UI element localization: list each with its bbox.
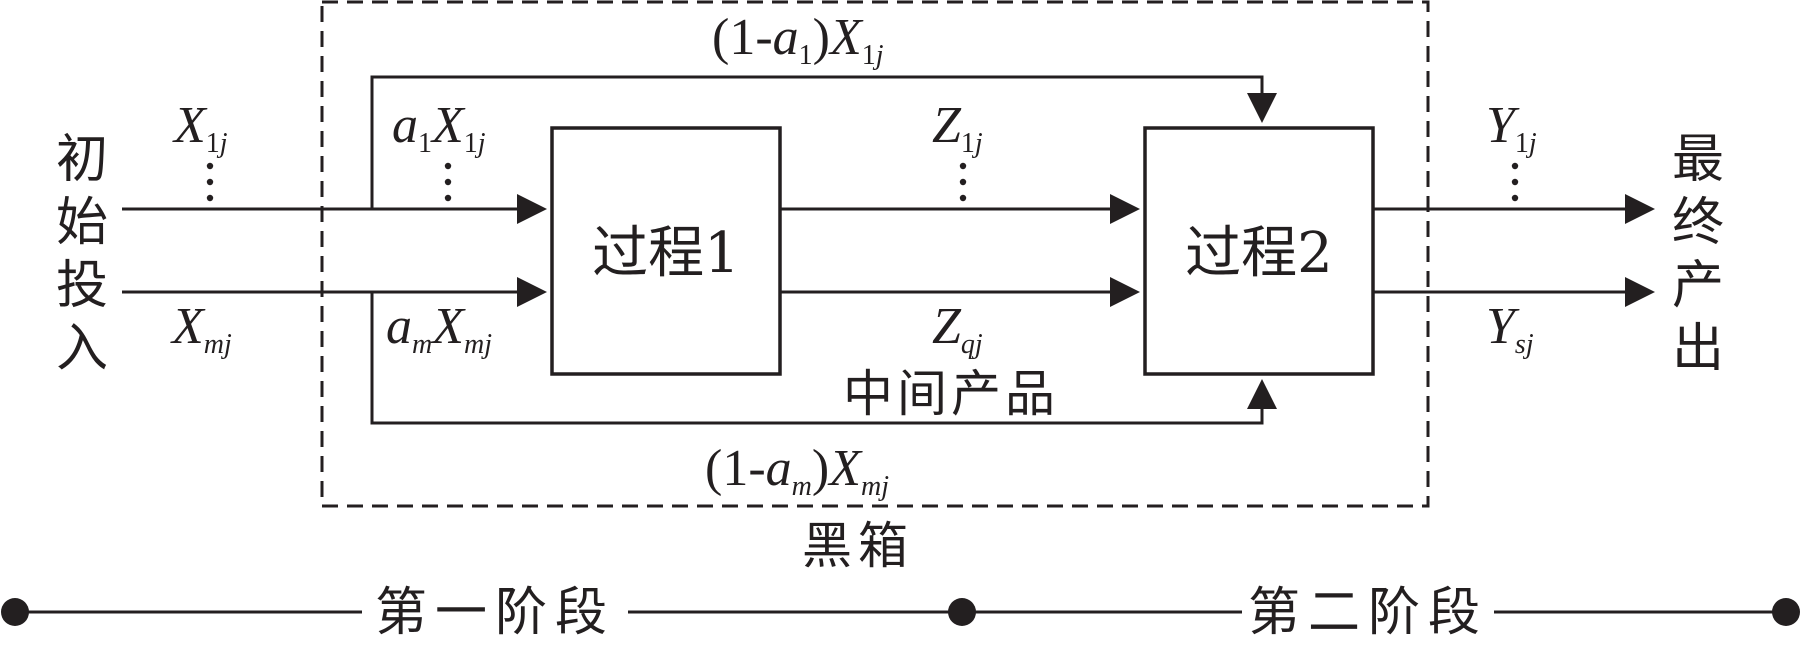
label-bypass-top: (1-a1)X1j: [712, 9, 884, 71]
ellipsis-dot: [444, 162, 452, 170]
timeline-node-start: [1, 598, 29, 626]
bypass-path-bottom: [370, 292, 1277, 425]
ellipsis-dot: [959, 162, 967, 170]
final-output-char: 出: [1672, 319, 1724, 379]
ellipsis-dot: [206, 194, 214, 202]
final-output-char: 终: [1672, 193, 1724, 253]
blackbox-label: 黑箱: [802, 517, 914, 575]
timeline-node-middle: [948, 598, 976, 626]
ellipsis-dot: [444, 194, 452, 202]
process-1-box: [550, 126, 782, 376]
initial-input-char: 入: [56, 319, 108, 379]
ellipsis-dot: [1511, 178, 1519, 186]
initial-input-label: 初 始 投 入: [56, 130, 108, 379]
process-2-box: [1143, 126, 1375, 376]
stage-2-label: 第二阶段: [1248, 583, 1488, 643]
label-zqj: Zqj: [932, 298, 983, 360]
final-output-label: 最 终 产 出: [1672, 130, 1724, 379]
initial-input-char: 投: [56, 256, 108, 316]
ellipsis-dot: [959, 178, 967, 186]
stage-1-label: 第一阶段: [375, 583, 615, 643]
label-x1j-input: X1j: [172, 97, 228, 159]
label-z1j: Z1j: [932, 97, 983, 159]
label-amxmj: amXmj: [386, 298, 492, 360]
label-ysj: Ysj: [1486, 298, 1534, 360]
ellipsis-dots: [206, 162, 1519, 202]
intermediate-product-label: 中间产品: [843, 365, 1059, 423]
ellipsis-dot: [206, 162, 214, 170]
ellipsis-dot: [1511, 194, 1519, 202]
label-xmj-input: Xmj: [170, 298, 232, 360]
label-a1x1j: a1X1j: [392, 97, 486, 159]
blackbox-boundary: [320, 0, 1430, 508]
stage-timeline: 第一阶段 第二阶段: [1, 583, 1800, 643]
ellipsis-dot: [959, 194, 967, 202]
final-output-char: 最: [1672, 130, 1724, 190]
label-y1j: Y1j: [1486, 97, 1537, 159]
label-bypass-bottom: (1-am)Xmj: [705, 440, 889, 502]
final-output-char: 产: [1672, 256, 1724, 316]
ellipsis-dot: [206, 178, 214, 186]
initial-input-char: 始: [56, 193, 108, 253]
process-1-label: 过程1: [592, 221, 740, 286]
initial-input-char: 初: [56, 130, 108, 190]
bypass-path-top: [370, 75, 1277, 209]
process-2-label: 过程2: [1185, 221, 1333, 286]
ellipsis-dot: [1511, 162, 1519, 170]
timeline-node-end: [1772, 598, 1800, 626]
ellipsis-dot: [444, 178, 452, 186]
